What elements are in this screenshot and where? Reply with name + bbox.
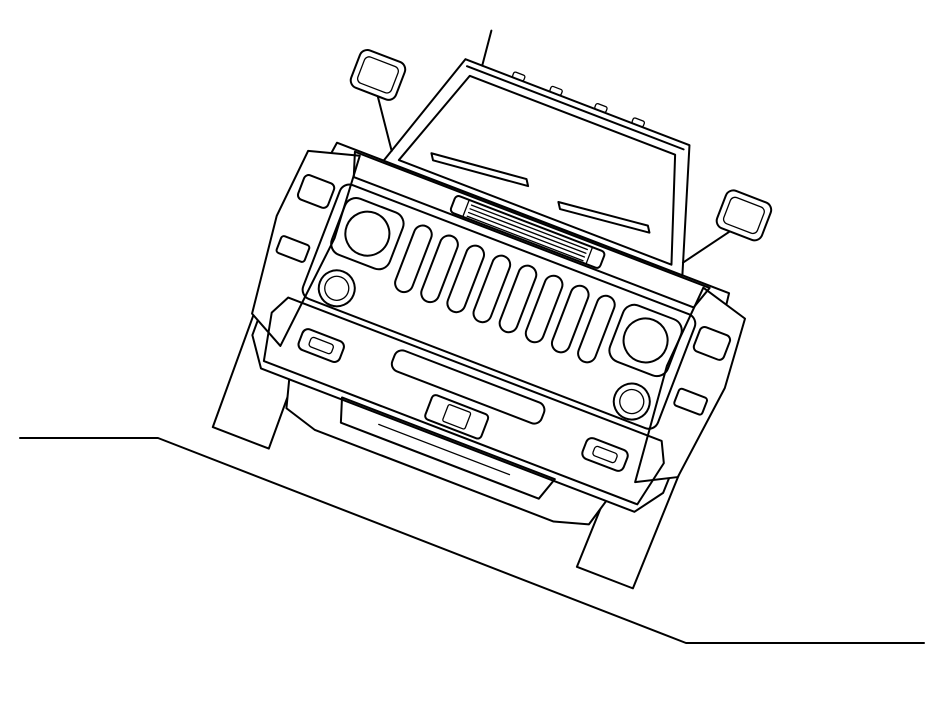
skid-plate-line xyxy=(378,423,511,476)
side-mirror-right xyxy=(681,189,773,264)
ground-line xyxy=(19,437,925,644)
fender-left xyxy=(251,149,361,347)
windshield xyxy=(397,74,677,266)
fog-lamp-right xyxy=(612,382,651,421)
tow-hook-left xyxy=(308,336,334,355)
marker-light-left xyxy=(296,174,336,209)
bumper xyxy=(262,296,665,506)
antenna xyxy=(481,29,493,67)
hood xyxy=(352,150,711,309)
plate-mount xyxy=(424,394,490,440)
turn-signal-left xyxy=(275,235,311,263)
mesh-intake xyxy=(390,349,546,425)
wiper-left xyxy=(430,152,530,188)
fog-lamp-left xyxy=(317,269,356,308)
headlight-left xyxy=(330,197,405,271)
side-mirror-left xyxy=(349,48,407,152)
headlight-right xyxy=(608,303,683,378)
vehicle xyxy=(211,29,773,590)
fender-right xyxy=(634,286,747,484)
roof-edge xyxy=(465,65,685,151)
plate-center xyxy=(442,404,472,430)
cabin xyxy=(382,58,691,277)
grille-slots xyxy=(394,224,616,364)
roof-marker-lights xyxy=(512,71,646,128)
hood-vent xyxy=(449,195,606,269)
skid-plate xyxy=(339,396,556,500)
bumper-recess-right xyxy=(581,437,629,472)
turn-signal-right xyxy=(673,387,708,416)
marker-light-right xyxy=(692,326,732,361)
bumper-recess-left xyxy=(297,328,345,363)
tow-hook-right xyxy=(592,445,618,464)
grille-surround xyxy=(301,183,697,430)
wiper-right xyxy=(557,201,651,234)
